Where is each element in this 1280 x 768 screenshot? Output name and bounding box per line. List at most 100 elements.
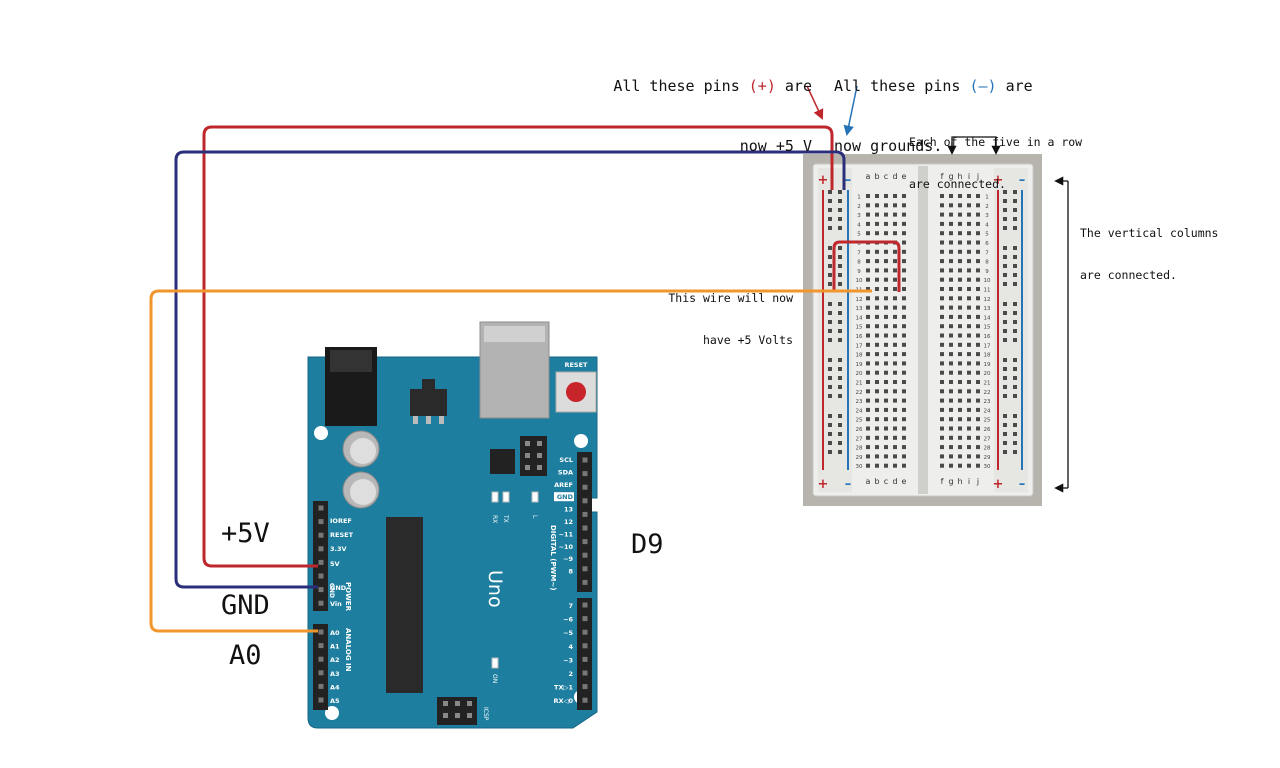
power-pin-label: 3.3V: [330, 545, 347, 553]
row-number: 16: [984, 334, 991, 340]
rail-hole: [1003, 190, 1007, 194]
breadboard-hole: [902, 380, 906, 384]
rail-hole: [838, 367, 842, 371]
breadboard-hole: [949, 342, 953, 347]
row-number: 7: [857, 250, 861, 256]
breadboard-hole: [902, 417, 906, 422]
row-number: 6: [857, 241, 861, 247]
rail-hole: [1013, 320, 1017, 324]
rail-hole: [838, 226, 842, 230]
header-pin: [582, 457, 588, 463]
breadboard-hole: [976, 314, 980, 319]
breadboard-hole: [902, 407, 906, 412]
header-pin: [318, 643, 324, 649]
rail-hole: [828, 441, 832, 445]
digital-pin-label: ~5: [563, 629, 573, 637]
rail-hole: [828, 282, 832, 286]
column-label: a: [866, 477, 871, 486]
power-section-label: POWER: [344, 582, 352, 612]
breadboard-hole: [976, 352, 980, 357]
breadboard-hole: [875, 268, 879, 273]
row-number: 30: [984, 464, 991, 470]
positive-rail-annotation-line1: All these pins (+) are: [600, 76, 812, 96]
row-number: 22: [856, 390, 863, 396]
breadboard-hole: [875, 333, 879, 338]
breadboard-hole: [884, 194, 888, 198]
rail-hole: [828, 255, 832, 259]
breadboard-hole: [902, 231, 906, 236]
row-number: 30: [856, 464, 863, 470]
breadboard-hole: [893, 463, 897, 468]
breadboard-hole: [967, 221, 971, 226]
rail-hole: [838, 208, 842, 212]
rail-hole: [1003, 273, 1007, 277]
breadboard-hole: [967, 277, 971, 282]
header-pin: [582, 616, 588, 622]
rail-hole: [838, 385, 842, 389]
pin-label-5v: +5V: [221, 518, 270, 549]
row-number: 1: [857, 195, 861, 201]
column-label: h: [957, 477, 962, 486]
breadboard-hole: [976, 259, 980, 264]
breadboard-hole: [967, 370, 971, 375]
breadboard-hole: [949, 398, 953, 403]
breadboard-hole: [902, 389, 906, 394]
row-number: 19: [856, 362, 863, 368]
breadboard-hole: [940, 314, 944, 319]
breadboard-hole: [902, 259, 906, 264]
digital-pin-label: ~10: [559, 543, 574, 551]
row-number: 26: [856, 427, 863, 433]
digital-pin-labels: SCLSDAAREFGND1312~11~10~987~6~54~32TX▷1R…: [553, 456, 574, 705]
rail-hole: [838, 338, 842, 342]
rail-hole: [1013, 441, 1017, 445]
breadboard-hole: [875, 221, 879, 226]
rail-hole: [1013, 414, 1017, 418]
breadboard-hole: [940, 249, 944, 254]
row-number: 20: [856, 371, 863, 377]
row-number: 27: [984, 436, 991, 442]
breadboard-hole: [949, 352, 953, 357]
breadboard-hole: [902, 445, 906, 450]
row-number: 11: [984, 288, 991, 294]
breadboard-hole: [976, 445, 980, 450]
breadboard-hole: [902, 370, 906, 375]
row-number: 25: [984, 418, 991, 424]
breadboard-hole: [949, 249, 953, 254]
power-pin-label: 5V: [330, 560, 340, 568]
breadboard-hole: [940, 259, 944, 264]
breadboard-hole: [967, 361, 971, 366]
rail-hole: [838, 217, 842, 221]
breadboard-hole: [958, 240, 962, 245]
breadboard-hole: [976, 221, 980, 226]
rail-hole: [828, 208, 832, 212]
rail-hole: [1013, 302, 1017, 306]
rail-hole: [1003, 394, 1007, 398]
rail-hole: [1003, 311, 1007, 315]
breadboard-hole: [967, 240, 971, 245]
breadboard-hole: [866, 333, 870, 338]
row-number: 15: [984, 325, 991, 331]
rail-hole: [838, 282, 842, 286]
breadboard-hole: [866, 194, 870, 198]
header-pin: [582, 684, 588, 690]
breadboard-hole: [884, 445, 888, 450]
regulator-leg-1: [413, 416, 418, 424]
row-number: 25: [856, 418, 863, 424]
usb-connector-face: [484, 326, 545, 342]
breadboard-hole: [866, 370, 870, 375]
row-number: 14: [856, 315, 863, 321]
rail-hole: [838, 358, 842, 362]
breadboard-hole: [949, 194, 953, 198]
breadboard-hole: [902, 454, 906, 459]
rail-hole: [1013, 385, 1017, 389]
breadboard-hole: [949, 314, 953, 319]
header-pin: [318, 656, 324, 662]
breadboard-hole: [958, 454, 962, 459]
breadboard-hole: [875, 203, 879, 208]
row-number: 29: [984, 455, 991, 461]
breadboard-hole: [893, 370, 897, 375]
row-number: 17: [984, 343, 991, 349]
header-pin: [318, 573, 324, 579]
row-number: 3: [985, 213, 989, 219]
row-number: 19: [984, 362, 991, 368]
